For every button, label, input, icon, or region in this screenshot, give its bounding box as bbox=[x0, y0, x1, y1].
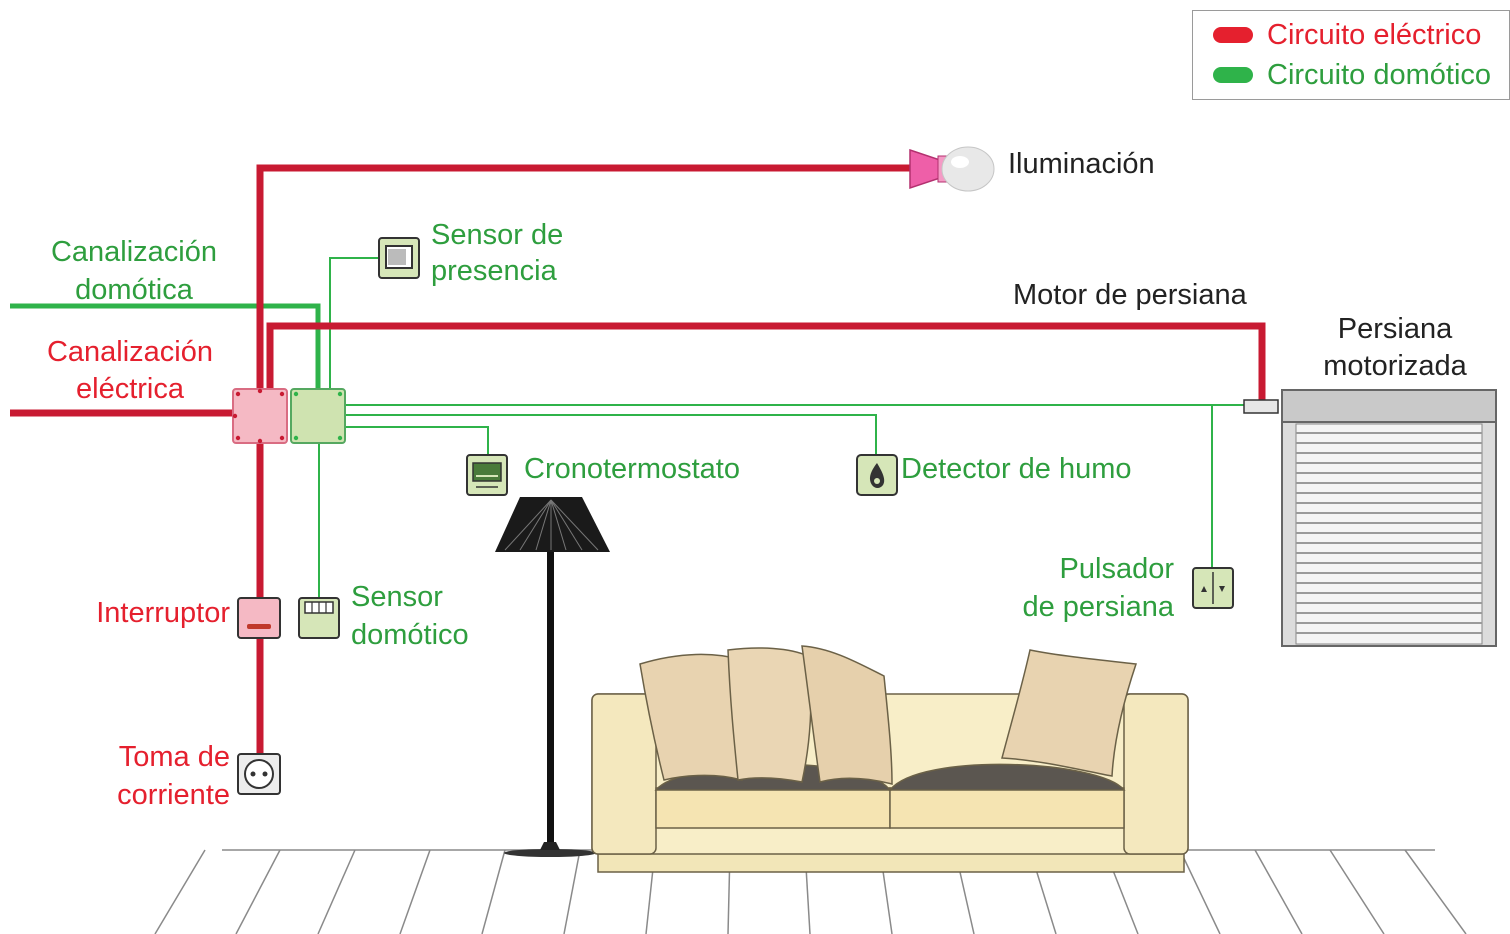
label-sensor-domotico-2: domótico bbox=[351, 619, 469, 651]
label-sensor-presencia-1: Sensor de bbox=[431, 219, 564, 251]
switch-icon bbox=[237, 597, 281, 639]
domotic-sensor-icon bbox=[298, 597, 340, 639]
floor-lamp bbox=[495, 497, 610, 857]
blind-motor-icon bbox=[1243, 399, 1279, 414]
legend-swatch-domotic bbox=[1213, 67, 1253, 83]
label-canalizacion-electrica-2: eléctrica bbox=[76, 373, 184, 405]
power-outlet-icon bbox=[237, 753, 281, 795]
label-canalizacion-electrica-1: Canalización bbox=[46, 336, 214, 368]
light-bulb-icon bbox=[909, 146, 995, 192]
legend-swatch-electric bbox=[1213, 27, 1253, 43]
label-iluminacion: Iluminación bbox=[1008, 148, 1155, 180]
legend: Circuito eléctrico Circuito domótico bbox=[1192, 10, 1510, 100]
legend-item-domotic: Circuito domótico bbox=[1213, 57, 1491, 93]
smoke-detector-icon bbox=[856, 454, 898, 496]
label-sensor-domotico-1: Sensor bbox=[351, 581, 443, 613]
label-cronotermostato: Cronotermostato bbox=[524, 453, 740, 485]
label-persiana-motorizada-1: Persiana bbox=[1337, 313, 1453, 345]
label-persiana-motorizada-2: motorizada bbox=[1323, 350, 1467, 382]
blind-push-button-icon bbox=[1192, 567, 1234, 609]
legend-item-electric: Circuito eléctrico bbox=[1213, 17, 1481, 53]
label-interruptor: Interruptor bbox=[96, 597, 230, 629]
electric-lines bbox=[10, 164, 1266, 756]
motorized-blind-icon bbox=[1281, 389, 1497, 647]
label-detector-humo: Detector de humo bbox=[901, 453, 1132, 485]
legend-label-domotic: Circuito domótico bbox=[1267, 58, 1492, 91]
domotic-junction-box bbox=[290, 388, 346, 444]
label-canalizacion-domotica-2: domótica bbox=[75, 274, 193, 306]
label-pulsador-persiana-2: de persiana bbox=[1022, 591, 1174, 623]
domotic-canalization-line bbox=[10, 303, 321, 392]
label-toma-corriente-1: Toma de bbox=[118, 741, 230, 773]
electric-junction-box bbox=[232, 388, 288, 444]
sofa bbox=[591, 645, 1189, 873]
chronothermostat-icon bbox=[466, 454, 508, 496]
presence-sensor-icon bbox=[378, 237, 420, 279]
label-canalizacion-domotica-1: Canalización bbox=[50, 236, 218, 268]
label-toma-corriente-2: corriente bbox=[117, 779, 230, 811]
label-motor-persiana: Motor de persiana bbox=[1013, 279, 1247, 311]
domotic-bus-wires bbox=[318, 257, 1262, 598]
legend-label-electric: Circuito eléctrico bbox=[1267, 18, 1482, 51]
label-sensor-presencia-2: presencia bbox=[431, 255, 557, 287]
label-pulsador-persiana-1: Pulsador bbox=[1059, 553, 1174, 585]
